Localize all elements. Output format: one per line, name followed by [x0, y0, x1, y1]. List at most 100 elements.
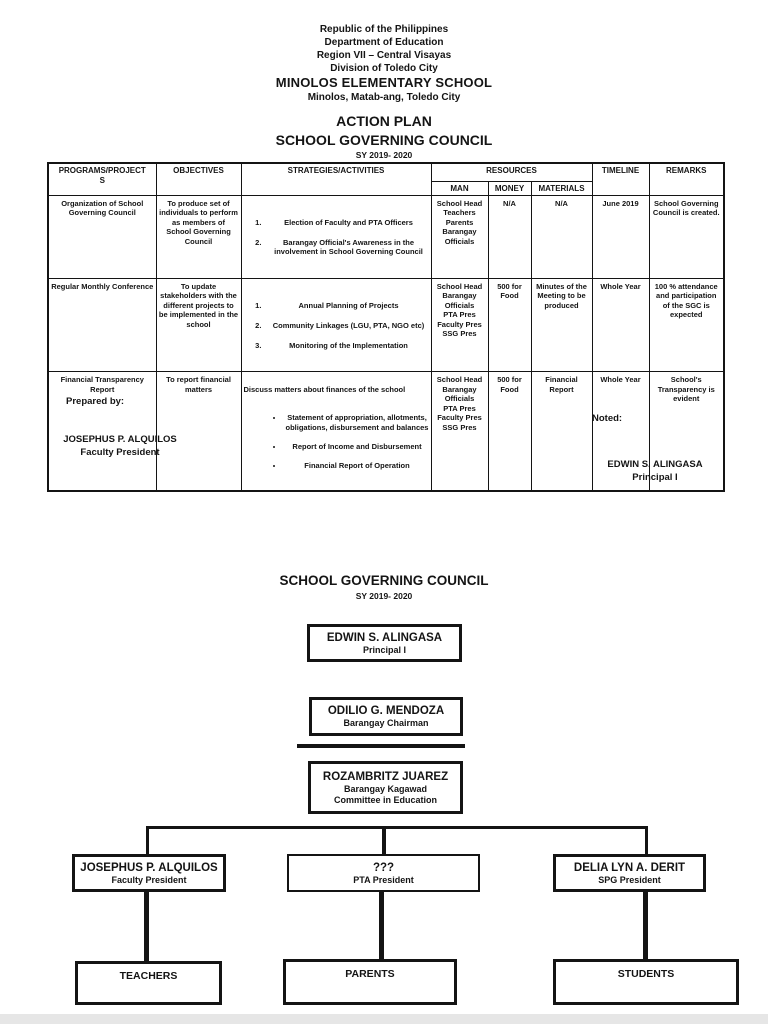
col-header-materials: MATERIALS [530, 180, 593, 196]
page-bottom-edge [0, 1014, 768, 1024]
letterhead-line: Republic of the Philippines [319, 24, 449, 35]
col-header-remarks: REMARKS [648, 162, 725, 196]
table-row: Organization of School Governing Council… [47, 194, 725, 279]
school-name: MINOLOS ELEMENTARY SCHOOL [275, 75, 493, 90]
cell-money: N/A [487, 194, 532, 279]
cell-remarks: 100 % attendance and participation of th… [648, 277, 725, 372]
noted-name: EDWIN S. ALINGASA [607, 459, 703, 470]
divider-line [297, 744, 465, 748]
noted-label: Noted: [592, 413, 623, 424]
connector-horizontal [146, 826, 648, 829]
cell-man: School Head Barangay Officials PTA Pres … [430, 277, 489, 372]
noted-signatory: EDWIN S. ALINGASA Principal I [575, 458, 735, 484]
noted-title: Principal I [632, 472, 678, 483]
cell-timeline: Whole Year [591, 277, 650, 372]
strategy-item: Monitoring of the Implementation [264, 341, 429, 351]
prepared-by-label: Prepared by: [66, 396, 125, 407]
cell-money: 500 for Food [487, 371, 532, 492]
org-node-name: JOSEPHUS P. ALQUILOS [80, 861, 218, 874]
strategy-bullet: Report of Income and Disbursement [284, 442, 429, 452]
org-node-name: DELIA LYN A. DERIT [573, 861, 686, 874]
org-node-title: PTA President [353, 874, 414, 885]
cell-remarks: School's Transparency is evident [648, 371, 725, 492]
org-node-teachers: TEACHERS [75, 961, 222, 1005]
org-node-name: ODILIO G. MENDOZA [327, 705, 445, 717]
connector-vertical [382, 826, 386, 856]
prepared-by-signatory: JOSEPHUS P. ALQUILOS Faculty President [45, 433, 195, 459]
cell-strategies: Discuss matters about finances of the sc… [240, 371, 432, 492]
strategy-item: Community Linkages (LGU, PTA, NGO etc) [264, 321, 429, 331]
connector-vertical [379, 892, 384, 960]
org-node-title: Barangay Kagawad [343, 783, 428, 794]
prepared-by-title: Faculty President [80, 447, 160, 458]
org-node-title: Faculty President [111, 874, 187, 885]
strategy-item: Barangay Official's Awareness in the inv… [264, 238, 429, 257]
connector-vertical [645, 826, 648, 856]
cell-man: School Head Teachers Parents Barangay Of… [430, 194, 489, 279]
org-node-name: EDWIN S. ALINGASA [326, 631, 443, 644]
connector-vertical [643, 892, 648, 960]
col-header-timeline: TIMELINE [591, 162, 650, 196]
cell-objective: To report financial matters [155, 371, 242, 492]
letterhead: Republic of the Philippines Department o… [0, 23, 768, 104]
col-header-strategies: STRATEGIES/ACTIVITIES [240, 162, 432, 196]
col-header-man: MAN [430, 180, 489, 196]
org-node-name: STUDENTS [617, 968, 675, 980]
cell-man: School Head Barangay Officials PTA Pres … [430, 371, 489, 492]
org-node-spg-president: DELIA LYN A. DERIT SPG President [553, 854, 706, 892]
cell-objective: To update stakeholders with the differen… [155, 277, 242, 372]
col-header-money: MONEY [487, 180, 532, 196]
org-node-parents: PARENTS [283, 959, 457, 1005]
letterhead-line: Region VII – Central Visayas [316, 50, 452, 61]
cell-program: Organization of School Governing Council [47, 194, 157, 279]
org-node-title: Barangay Chairman [343, 718, 429, 728]
org-node-barangay-kagawad: ROZAMBRITZ JUAREZ Barangay Kagawad Commi… [308, 761, 463, 814]
col-header-programs: PROGRAMS/PROJECT S [47, 162, 157, 196]
document-title: ACTION PLAN SCHOOL GOVERNING COUNCIL SY … [0, 112, 768, 161]
letterhead-line: Division of Toledo City [330, 63, 438, 74]
title-school-year: SY 2019- 2020 [355, 150, 413, 160]
cell-objective: To produce set of individuals to perform… [155, 194, 242, 279]
strategy-item: Election of Faculty and PTA Officers [264, 218, 429, 228]
cell-timeline: June 2019 [591, 194, 650, 279]
cell-strategies: Annual Planning of Projects Community Li… [240, 277, 432, 372]
cell-materials: Financial Report [530, 371, 593, 492]
org-node-principal: EDWIN S. ALINGASA Principal I [307, 624, 462, 662]
org-node-title: SPG President [598, 874, 661, 885]
org-node-title: Principal I [362, 644, 406, 655]
org-node-subtitle: Committee in Education [333, 794, 437, 805]
cell-materials: Minutes of the Meeting to be produced [530, 277, 593, 372]
org-node-faculty-president: JOSEPHUS P. ALQUILOS Faculty President [72, 854, 226, 892]
org-node-barangay-chairman: ODILIO G. MENDOZA Barangay Chairman [309, 697, 463, 736]
col-header-resources: RESOURCES [430, 162, 593, 182]
table-row: Regular Monthly Conference To update sta… [47, 277, 725, 372]
org-chart-school-year: SY 2019- 2020 [355, 591, 413, 601]
school-address: Minolos, Matab-ang, Toledo City [307, 92, 461, 103]
title-action-plan: ACTION PLAN [336, 113, 432, 129]
connector-vertical [144, 892, 149, 962]
cell-program: Financial Transparency Report [47, 371, 157, 492]
table-row: Financial Transparency Report To report … [47, 371, 725, 492]
cell-money: 500 for Food [487, 277, 532, 372]
prepared-by-name: JOSEPHUS P. ALQUILOS [63, 434, 177, 445]
org-node-name: ??? [372, 861, 395, 874]
org-node-name: ROZAMBRITZ JUAREZ [322, 770, 449, 783]
org-node-pta-president: ??? PTA President [287, 854, 480, 892]
org-node-name: TEACHERS [119, 970, 178, 982]
org-node-name: PARENTS [345, 968, 395, 980]
cell-strategies: Election of Faculty and PTA Officers Bar… [240, 194, 432, 279]
org-chart-title: SCHOOL GOVERNING COUNCIL [279, 573, 489, 588]
cell-program: Regular Monthly Conference [47, 277, 157, 372]
org-node-students: STUDENTS [553, 959, 739, 1005]
letterhead-line: Department of Education [324, 37, 444, 48]
strategy-bullet: Financial Report of Operation [284, 461, 429, 471]
cell-remarks: School Governing Council is created. [648, 194, 725, 279]
strategy-bullet: Statement of appropriation, allotments, … [284, 413, 429, 432]
col-header-objectives: OBJECTIVES [155, 162, 242, 196]
cell-materials: N/A [530, 194, 593, 279]
strategy-item: Annual Planning of Projects [264, 301, 429, 311]
title-sgc: SCHOOL GOVERNING COUNCIL [275, 132, 493, 148]
connector-vertical [146, 826, 149, 856]
strategy-lead: Discuss matters about finances of the sc… [243, 384, 406, 394]
